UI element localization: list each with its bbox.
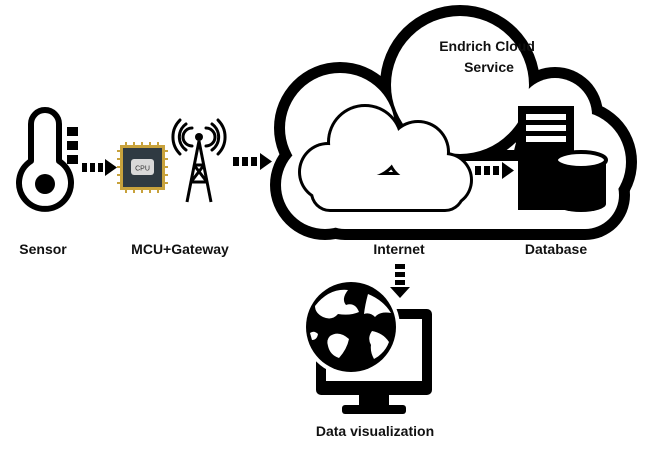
chip-text: CPU <box>135 166 150 173</box>
internet-label: Internet <box>373 241 425 257</box>
cloud-service-label-line1: Endrich Cloud <box>439 38 535 54</box>
database-label: Database <box>525 241 587 257</box>
arrow-gateway-to-cloud <box>233 153 272 170</box>
mcu-gateway-label: MCU+Gateway <box>131 241 229 257</box>
arrow-sensor-to-mcu <box>82 159 117 176</box>
arrow-internet-to-visualization <box>390 264 410 298</box>
internet-cloud-icon <box>298 104 473 212</box>
database-icon <box>518 106 608 212</box>
cpu-chip-icon: CPU <box>117 142 168 193</box>
data-visualization-label: Data visualization <box>316 423 434 439</box>
monitor-globe-icon <box>302 278 432 414</box>
cloud-service-label-line2: Service <box>464 59 514 75</box>
thermometer-sensor-icon <box>16 107 78 212</box>
sensor-label: Sensor <box>19 241 67 257</box>
antenna-gateway-icon <box>171 118 227 203</box>
cloud-service-label: Endrich Cloud Service <box>439 38 539 75</box>
arrow-internet-to-database <box>475 162 514 179</box>
